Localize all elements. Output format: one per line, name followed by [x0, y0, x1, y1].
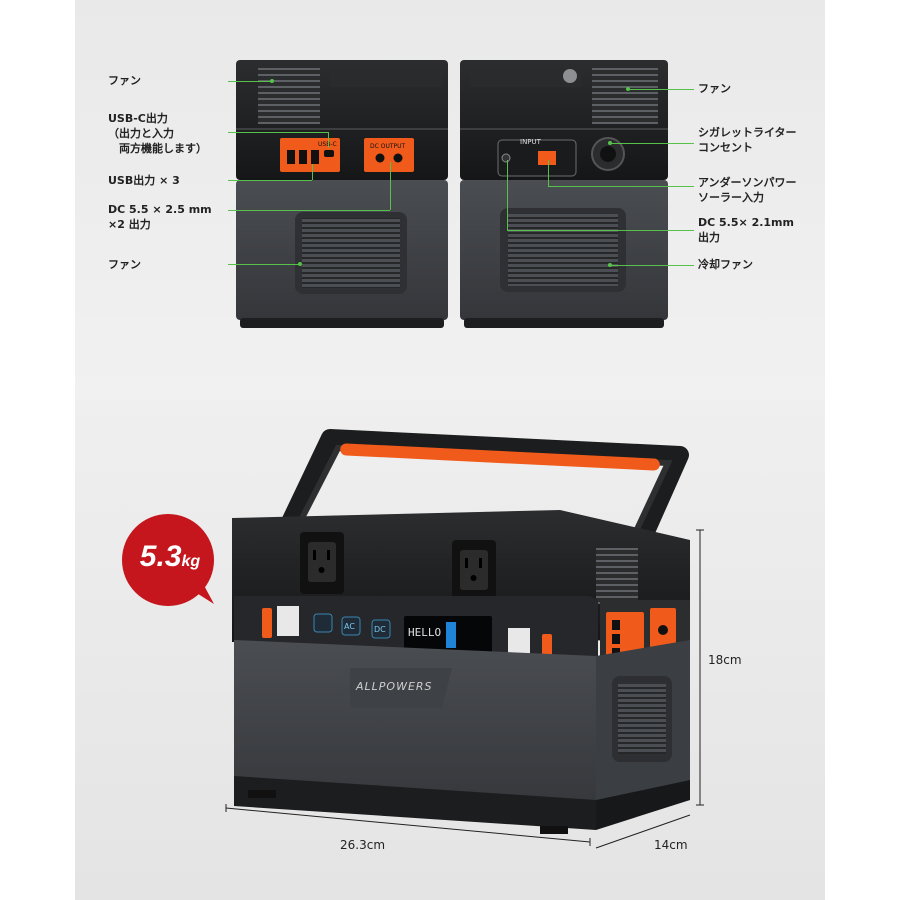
- label-dc-right-2: 出力: [698, 231, 720, 244]
- leader-usb-out: [228, 180, 312, 181]
- dc-output-panel: [364, 138, 414, 172]
- ac-outlet-1: [308, 542, 336, 582]
- side-vent-top: [596, 548, 638, 604]
- leader-dot: [298, 262, 302, 266]
- weight-number: 5.3: [139, 540, 182, 573]
- leader-fan-left-top: [228, 81, 272, 82]
- input-mark: INPUT: [520, 138, 541, 146]
- label-cig-2: コンセント: [698, 141, 753, 154]
- leader-dc-right-v: [507, 160, 508, 230]
- dimension-lines: [225, 529, 704, 849]
- leader-dc-v: [390, 162, 391, 210]
- leader-dot: [270, 79, 274, 83]
- weight-badge: [122, 514, 214, 606]
- brand-logo: ALLPOWERS: [356, 680, 433, 693]
- label-fan-left-bottom: ファン: [108, 258, 141, 271]
- fan-vent-left-bottom: [302, 218, 400, 288]
- top-background: [75, 0, 825, 400]
- leader-fan-left-bottom: [228, 264, 300, 265]
- leader-dc-right: [507, 230, 694, 231]
- leader-dot: [608, 141, 612, 145]
- label-fan-right-top: ファン: [698, 82, 731, 95]
- label-cool-fan: 冷却ファン: [698, 258, 753, 271]
- weight-unit: kg: [181, 553, 201, 570]
- leader-usbc-v: [328, 132, 329, 148]
- fan-vent-right-top: [592, 66, 658, 124]
- label-anderson-1: アンダーソンパワー: [698, 176, 797, 189]
- usbc-mark: USB-C: [318, 138, 337, 152]
- leader-cool-fan: [610, 265, 694, 266]
- light-right: [508, 628, 530, 658]
- label-anderson-2: ソーラー入力: [698, 191, 764, 204]
- label-dc-1: DC 5.5 × 2.5 mm: [108, 203, 212, 216]
- label-usb-out: USB出力 × 3: [108, 174, 180, 187]
- leader-dc: [228, 210, 390, 211]
- lcd-text: HELLO: [408, 626, 442, 639]
- leader-usbc: [228, 132, 328, 133]
- right-unit-view: [460, 60, 668, 328]
- label-cig-1: シガレットライター: [698, 126, 797, 139]
- leader-fan-right-top: [628, 89, 694, 90]
- ac-outlet-2: [460, 550, 488, 590]
- ac-button: AC: [344, 622, 355, 631]
- leader-usb-v: [312, 164, 313, 180]
- light-left: [277, 606, 299, 636]
- cooling-fan-vent: [508, 214, 618, 286]
- dc-button: DC: [374, 625, 386, 634]
- weight-text: 5.3kg: [128, 540, 212, 574]
- dimension-height: 18cm: [708, 653, 742, 667]
- label-dc-right-1: DC 5.5× 2.1mm: [698, 216, 794, 229]
- leader-anderson: [548, 186, 694, 187]
- leader-anderson-v: [548, 160, 549, 186]
- leader-dot: [608, 263, 612, 267]
- label-fan-left-top: ファン: [108, 74, 141, 87]
- leader-cig: [610, 143, 694, 144]
- label-usbc-3: 両方機能します）: [108, 142, 207, 155]
- dimension-depth: 14cm: [654, 838, 688, 852]
- fan-vent-left-top: [258, 66, 320, 124]
- dc-output-mark: DC OUTPUT: [370, 143, 406, 150]
- dimension-width: 26.3cm: [340, 838, 386, 852]
- left-unit-view: [236, 60, 448, 328]
- handle-grip: [340, 443, 660, 471]
- label-usbc-1: USB-C出力: [108, 112, 168, 125]
- leader-dot: [626, 87, 630, 91]
- side-vent-bottom: [618, 684, 666, 754]
- main-unit: [232, 429, 690, 834]
- label-dc-2: ×2 出力: [108, 218, 151, 231]
- label-usbc-2: （出力と入力: [108, 127, 174, 140]
